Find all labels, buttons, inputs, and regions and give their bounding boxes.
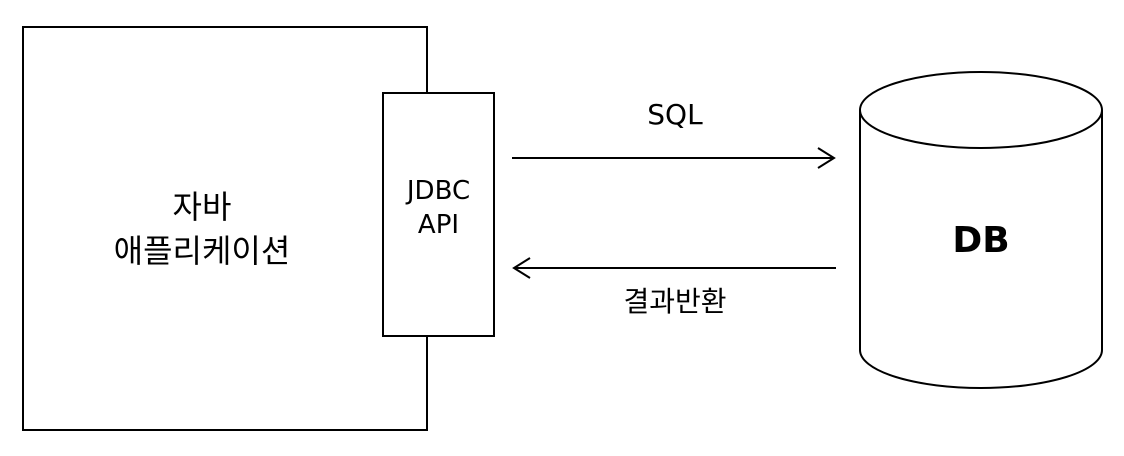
- database-label: DB: [952, 220, 1010, 261]
- sql-label: SQL: [647, 98, 703, 131]
- result-return-label: 결과반환: [623, 285, 727, 318]
- java-application-label: 자바 애플리케이션: [22, 26, 382, 431]
- result-return-arrow: [512, 257, 836, 279]
- api-label-line2: API: [417, 210, 460, 240]
- sql-request-arrow: [512, 147, 836, 169]
- database-cylinder: [859, 71, 1103, 389]
- api-label-line1: JDBC: [406, 176, 471, 206]
- app-label-line1: 자바: [172, 187, 232, 226]
- jdbc-api-box: JDBC API: [382, 92, 495, 337]
- java-application-box: [22, 26, 428, 431]
- app-label-line2: 애플리케이션: [113, 231, 291, 270]
